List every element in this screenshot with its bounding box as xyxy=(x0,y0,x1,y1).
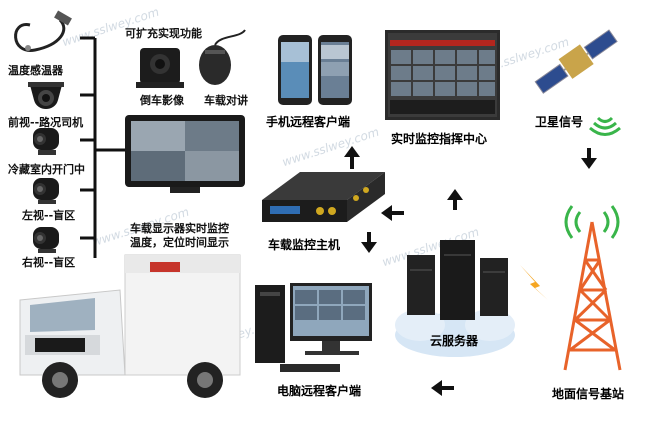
temp-sensor-label: 温度感温器 xyxy=(8,64,63,77)
signal-tower-icon xyxy=(563,221,622,371)
left-camera-label: 左视--盲区 xyxy=(22,209,76,222)
side-camera-right-icon xyxy=(33,227,59,253)
display-note-line2: 温度，定位时间显示 xyxy=(130,236,229,249)
pc-icon xyxy=(255,283,372,372)
temp-sensor-icon xyxy=(14,10,72,52)
flow-arrows xyxy=(344,146,597,396)
side-camera-left-icon xyxy=(33,178,59,204)
base-station-label: 地面信号基站 xyxy=(552,387,625,401)
intercom-mic-icon xyxy=(199,29,246,85)
right-camera-label: 右视--盲区 xyxy=(22,256,76,269)
lightning-icon xyxy=(520,265,548,300)
host-label: 车载监控主机 xyxy=(268,238,341,252)
intercom-label: 车载对讲 xyxy=(204,94,248,107)
tower-signal-icon xyxy=(564,205,620,239)
reverse-camera-icon xyxy=(136,48,184,88)
cloud-server-icon xyxy=(395,240,515,357)
mobile-client-label: 手机远程客户端 xyxy=(266,115,351,129)
cold-room-camera-label: 冷藏室内开门中 xyxy=(8,163,85,176)
monitor-center-label: 实时监控指挥中心 xyxy=(391,132,488,146)
vehicle-display-icon xyxy=(125,115,245,193)
cloud-server-label: 云服务器 xyxy=(430,334,479,348)
dvr-host-icon xyxy=(262,172,385,222)
satellite-label: 卫星信号 xyxy=(535,115,584,129)
reverse-camera-label: 倒车影像 xyxy=(140,94,184,107)
refrigerated-truck-icon xyxy=(19,254,241,398)
video-wall-icon xyxy=(385,30,500,120)
phone-icon xyxy=(278,35,352,105)
bullet-camera-icon xyxy=(33,128,59,155)
satellite-icon xyxy=(534,29,618,94)
camera-bracket xyxy=(80,36,128,258)
signal-wave-icon xyxy=(589,116,621,136)
pc-client-label: 电脑远程客户端 xyxy=(277,384,362,398)
front-camera-label: 前视--路况司机 xyxy=(8,116,84,129)
display-note-line1: 车载显示器实时监控 xyxy=(130,222,229,235)
expandable-label: 可扩充实现功能 xyxy=(125,27,202,40)
dome-camera-icon xyxy=(28,82,64,109)
